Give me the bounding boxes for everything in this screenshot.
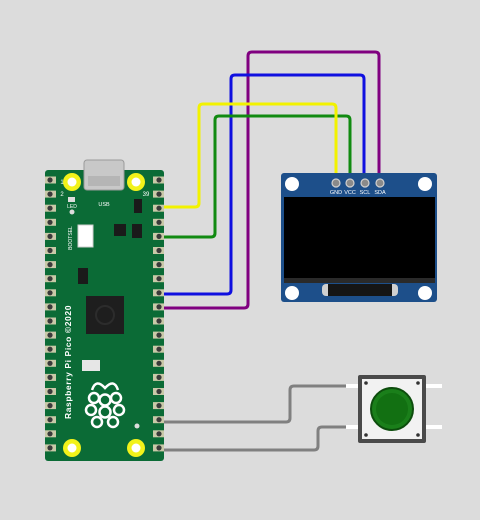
pico-pin-hole (156, 374, 162, 380)
wire-button-1[interactable] (163, 384, 346, 424)
wire-sda[interactable] (163, 50, 381, 310)
smd-component (78, 268, 88, 284)
pico-pin-hole (156, 290, 162, 296)
oled-screen-bezel (284, 278, 435, 283)
pico-pin-hole (47, 233, 53, 239)
pico-pins-right (153, 176, 164, 452)
pico-pin-hole (156, 332, 162, 338)
pico-pin-hole (156, 360, 162, 366)
pico-pin-hole (156, 191, 162, 197)
pico-brand-text: Raspberry Pi Pico ©2020 (63, 305, 73, 419)
smd-component (132, 224, 142, 238)
pico-pin-hole (47, 388, 53, 395)
smd-component (114, 224, 126, 236)
pico-pin-hole (47, 191, 53, 197)
pico-pin-hole (47, 247, 53, 254)
button-corner-dots (364, 381, 420, 437)
oled-pin-vcc[interactable] (345, 178, 355, 188)
oled-pin-sda-label: SDA (374, 190, 386, 196)
pico-pin-hole (156, 403, 162, 409)
test-pad (134, 423, 140, 429)
pico-pin-hole (47, 219, 53, 225)
pico-pin-hole (47, 445, 53, 451)
smd-component (134, 199, 142, 213)
button-legs (346, 384, 442, 429)
pico-pin-hole (156, 276, 162, 282)
pico-pin-hole (47, 318, 53, 324)
pico-pin-hole (156, 431, 162, 437)
pin-39-label: 39 (143, 192, 150, 198)
pico-pin-hole (156, 247, 162, 254)
pico-pin-hole (47, 332, 53, 338)
pico-pin-hole (156, 262, 162, 268)
rp2040-chip (86, 296, 124, 334)
oled-pin-vcc-label: VCC (344, 190, 356, 196)
pico-pin-hole (47, 417, 53, 423)
wire-gnd[interactable] (163, 102, 338, 209)
pico-pin-hole (156, 219, 162, 225)
pico-pin-hole (47, 374, 53, 380)
test-pad (69, 209, 75, 215)
raspberry-pi-pico[interactable]: 1 2 39 LED USB BOOTSEL Raspberry Pi Pico… (45, 159, 164, 461)
pico-pin-hole (47, 346, 53, 352)
usb-label: USB (98, 202, 110, 208)
pico-pin-hole (47, 205, 53, 211)
pin-2-label: 2 (60, 192, 64, 198)
led-label: LED (67, 204, 77, 210)
pico-pin-hole (156, 205, 162, 211)
led-component (68, 197, 75, 202)
pico-pin-hole (47, 360, 53, 366)
pico-pin-hole (47, 262, 53, 268)
wires (163, 50, 381, 452)
oled-pin-scl-label: SCL (360, 190, 371, 196)
pico-pin-hole (156, 304, 162, 310)
oled-pin-gnd-label: GND (330, 190, 342, 196)
bootsel-button[interactable] (77, 224, 94, 248)
pico-pin-hole (156, 233, 162, 239)
oled-display[interactable]: GND VCC SCL SDA (281, 173, 437, 302)
pico-pin-hole (47, 290, 53, 296)
pin-1-label: 1 (60, 180, 64, 186)
oled-pins (331, 178, 385, 188)
push-button[interactable] (346, 375, 442, 443)
oled-pin-gnd[interactable] (331, 178, 341, 188)
raspberry-pi-logo-icon (84, 382, 126, 429)
oled-screen (284, 197, 435, 278)
pico-pin-hole (47, 276, 53, 282)
usb-connector-inner (88, 176, 120, 186)
button-cap-inner (376, 393, 408, 425)
oled-mounting-holes (285, 177, 432, 300)
wire-button-2[interactable] (163, 425, 346, 452)
oled-pin-labels: GND VCC SCL SDA (330, 190, 386, 196)
oled-flex-cable-inner (328, 284, 392, 296)
pico-pin-hole (47, 304, 53, 310)
wire-scl[interactable] (163, 73, 366, 296)
pico-pin-hole (156, 346, 162, 352)
pico-pin-hole (156, 445, 162, 451)
pico-pin-hole (156, 177, 162, 183)
pico-pin-hole (47, 177, 53, 183)
pico-pins-left (45, 176, 56, 452)
pico-pin-hole (47, 431, 53, 437)
oled-pin-sda[interactable] (375, 178, 385, 188)
pico-pin-hole (156, 388, 162, 395)
pico-pin-hole (156, 417, 162, 423)
oled-pin-scl[interactable] (360, 178, 370, 188)
pico-pin-hole (156, 318, 162, 324)
bootsel-label: BOOTSEL (68, 226, 74, 250)
smd-component (82, 360, 100, 371)
pico-pin-hole (47, 403, 53, 409)
wire-vcc[interactable] (163, 114, 352, 239)
mounting-holes (63, 173, 145, 457)
rp2040-logo (95, 305, 115, 325)
